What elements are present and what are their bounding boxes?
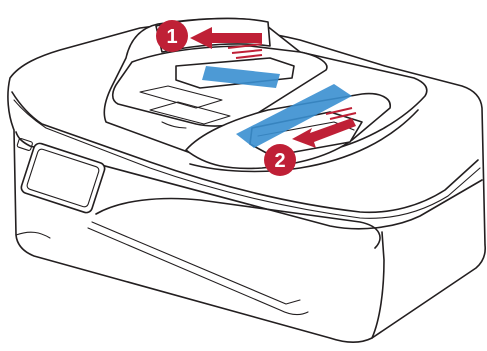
callout-number-2: 2 [274, 150, 285, 172]
callout-number-1: 1 [166, 26, 177, 48]
callout-marker-2: 2 [264, 144, 296, 176]
callout-marker-1: 1 [156, 20, 188, 52]
